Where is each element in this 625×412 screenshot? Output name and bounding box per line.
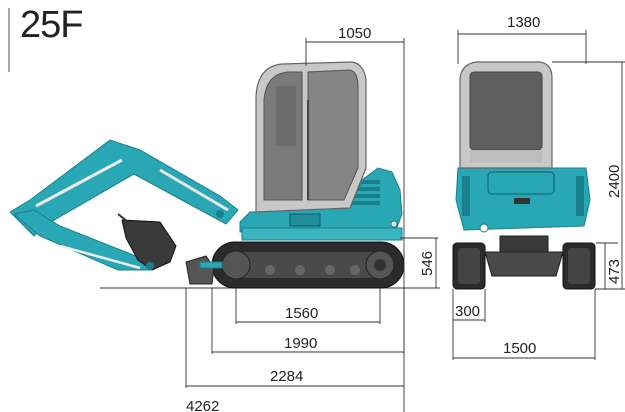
dim-track-height-front: 473 xyxy=(606,259,623,284)
digging-attachment xyxy=(9,139,239,271)
model-title: 25F xyxy=(20,4,83,46)
bucket xyxy=(121,219,177,271)
roller xyxy=(350,265,360,275)
roller xyxy=(295,265,305,275)
dim-track-inner-length: 1560 xyxy=(285,305,318,322)
boom-pivot xyxy=(216,210,224,218)
idler-wheel xyxy=(221,250,251,280)
undercarriage xyxy=(484,251,564,277)
roller xyxy=(325,265,335,275)
cab-side-glass xyxy=(307,69,359,201)
track-frame xyxy=(232,252,384,278)
dim-track-width: 300 xyxy=(455,303,480,320)
roller xyxy=(265,265,275,275)
dim-track-length: 1990 xyxy=(284,335,317,352)
front-vents xyxy=(462,176,584,216)
dozer-blade xyxy=(185,255,215,285)
front-counterweight-panel xyxy=(487,171,555,195)
engine-vents xyxy=(344,180,380,205)
right-track-inner xyxy=(568,248,590,284)
sprocket-hub xyxy=(374,259,386,271)
bucket-teeth xyxy=(117,213,129,223)
dim-tail-to-blade: 2284 xyxy=(270,368,303,385)
front-view: 1380 2400 473 300 1500 xyxy=(452,14,625,360)
dim-track-height-side: 546 xyxy=(419,251,436,276)
arm-cylinder xyxy=(159,168,229,212)
bucket-pivot xyxy=(146,262,154,270)
left-track-inner xyxy=(458,248,480,284)
front-cab-glass xyxy=(469,71,543,151)
blade-arm xyxy=(199,261,223,269)
swing-bearing xyxy=(499,235,549,253)
hook-icon xyxy=(479,223,489,233)
lamp-icon xyxy=(390,220,398,228)
side-step xyxy=(289,213,321,227)
cab-window-reflection xyxy=(276,86,296,146)
dim-overall-length: 4262 xyxy=(186,398,219,412)
dim-overall-width: 1380 xyxy=(507,14,540,31)
side-view: 1050 546 1560 1990 2284 4262 xyxy=(9,25,440,412)
cab-lower-panel xyxy=(470,150,542,162)
dim-track-gauge: 1500 xyxy=(503,340,536,357)
rear-lamp-icon xyxy=(514,198,530,204)
dim-overall-height: 2400 xyxy=(606,165,623,198)
dim-cab-width: 1050 xyxy=(338,25,371,42)
side-cab xyxy=(255,61,367,213)
turntable xyxy=(241,227,403,241)
side-track xyxy=(211,241,405,289)
boom-cylinder xyxy=(35,158,123,208)
bucket-cylinder xyxy=(59,244,141,270)
